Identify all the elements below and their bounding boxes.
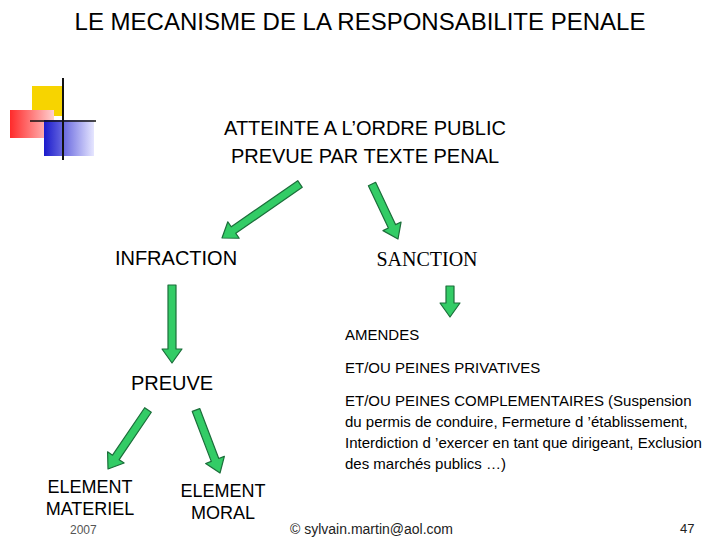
concept-node: INFRACTION bbox=[113, 243, 239, 273]
author-credit: © sylvain.martin@aol.com bbox=[290, 521, 453, 537]
year-mark: 2007 bbox=[70, 523, 97, 537]
blue-square bbox=[44, 120, 94, 156]
flow-arrow bbox=[368, 182, 401, 239]
node-text: AMENDES bbox=[345, 324, 710, 345]
node-text: SANCTION bbox=[376, 246, 477, 272]
ornament-line bbox=[30, 120, 96, 122]
premise-text: ATTEINTE A L’ORDRE PUBLIC PREVUE PAR TEX… bbox=[193, 112, 537, 172]
node-text: ELEMENT MORAL bbox=[167, 480, 279, 524]
flow-arrow bbox=[108, 408, 152, 469]
node-text: PREUVE bbox=[131, 370, 213, 396]
node-text: ELEMENT MATERIEL bbox=[34, 476, 146, 520]
page-number: 47 bbox=[680, 521, 694, 536]
node-text: INFRACTION bbox=[115, 245, 237, 271]
flow-arrow bbox=[192, 409, 224, 473]
slide-title: LE MECANISME DE LA RESPONSABILITE PENALE bbox=[0, 8, 720, 36]
node-text: ET/OU PEINES COMPLEMENTAIRES (Suspension… bbox=[345, 390, 710, 474]
ornament-line bbox=[62, 78, 64, 160]
node-text: ATTEINTE A L’ORDRE PUBLIC PREVUE PAR TEX… bbox=[195, 114, 535, 170]
node-text: ET/OU PEINES PRIVATIVES bbox=[345, 357, 710, 378]
concept-node: PREUVE bbox=[129, 368, 215, 398]
flow-arrow bbox=[162, 285, 182, 363]
element-node: ELEMENT MORAL bbox=[165, 478, 281, 526]
concept-node: SANCTION bbox=[374, 244, 479, 274]
flow-arrow bbox=[222, 181, 302, 239]
element-node: ELEMENT MATERIEL bbox=[32, 474, 148, 522]
flow-arrow bbox=[440, 286, 460, 317]
sanction-list: AMENDES ET/OU PEINES PRIVATIVES ET/OU PEIN… bbox=[343, 322, 712, 476]
